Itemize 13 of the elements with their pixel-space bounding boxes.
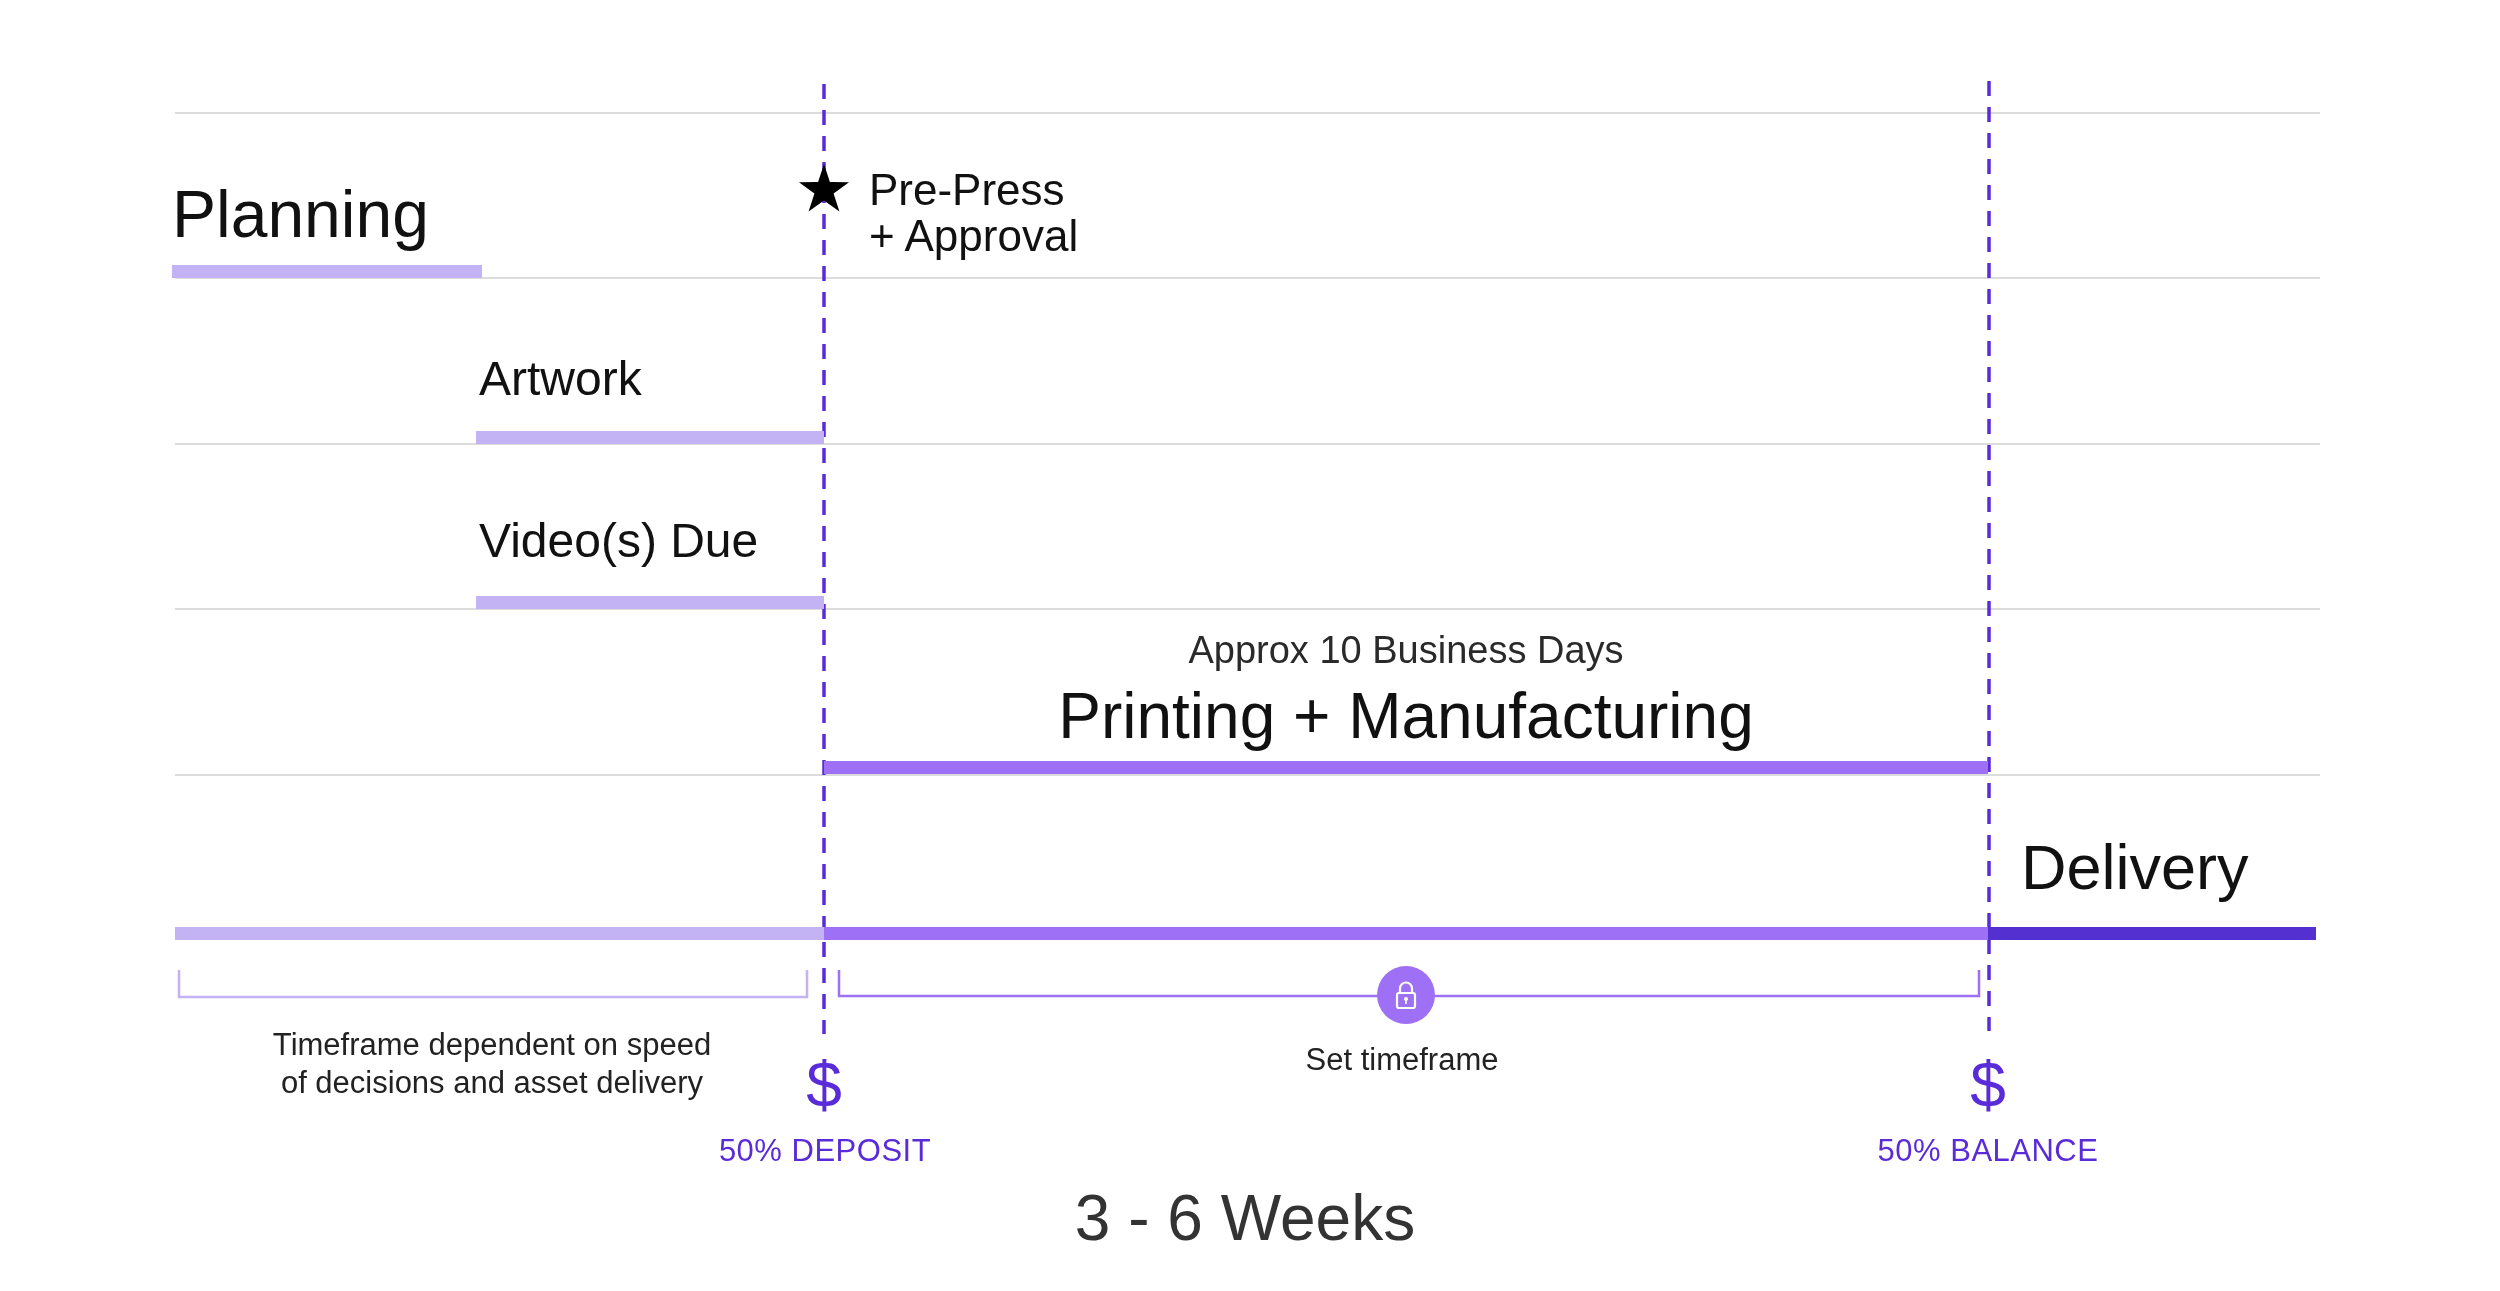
payment-label: 50% DEPOSIT: [718, 1135, 932, 1166]
dollar-sign: $: [1970, 1053, 2006, 1117]
duration-note: Approx 10 Business Days: [1188, 631, 1624, 669]
payment-label: 50% BALANCE: [1877, 1135, 2099, 1166]
milestone-label: Pre-Press + Approval: [869, 167, 1080, 259]
dollar-sign: $: [806, 1053, 842, 1117]
total-duration: 3 - 6 Weeks: [1074, 1186, 1416, 1250]
phase-label: Video(s) Due: [479, 517, 759, 565]
phase-label: Artwork: [479, 355, 642, 403]
timeline-bar: [175, 927, 824, 940]
timeframe-note: Timeframe dependent on speed of decisions and asset delivery: [271, 1026, 713, 1102]
timeframe-note: Set timeframe: [1305, 1044, 1499, 1075]
timeline-bar: [824, 927, 1988, 940]
